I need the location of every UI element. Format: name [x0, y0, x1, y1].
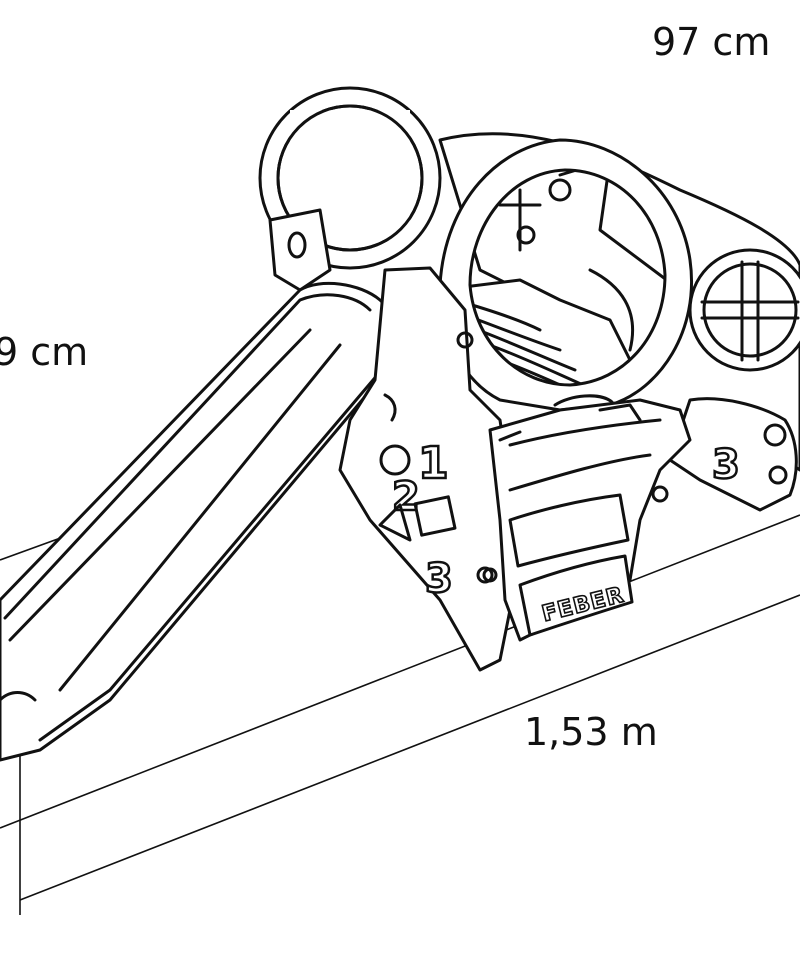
right-base-panel: 3	[668, 397, 798, 512]
slide-chute	[0, 281, 412, 762]
svg-text:2: 2	[392, 474, 420, 520]
height-dimension-label: 9 cm	[0, 330, 89, 374]
handle-ring	[258, 86, 442, 292]
svg-text:3: 3	[712, 442, 740, 488]
length-dimension-lines	[0, 514, 800, 915]
front-base: FEBER	[482, 394, 692, 642]
side-panel: 1 2 3	[338, 266, 522, 672]
svg-text:3: 3	[425, 556, 453, 602]
svg-text:1: 1	[418, 438, 449, 489]
length-dimension-label: 1,53 m	[524, 710, 658, 754]
width-dimension-label: 97 cm	[652, 20, 771, 64]
side-wheel	[688, 248, 800, 372]
